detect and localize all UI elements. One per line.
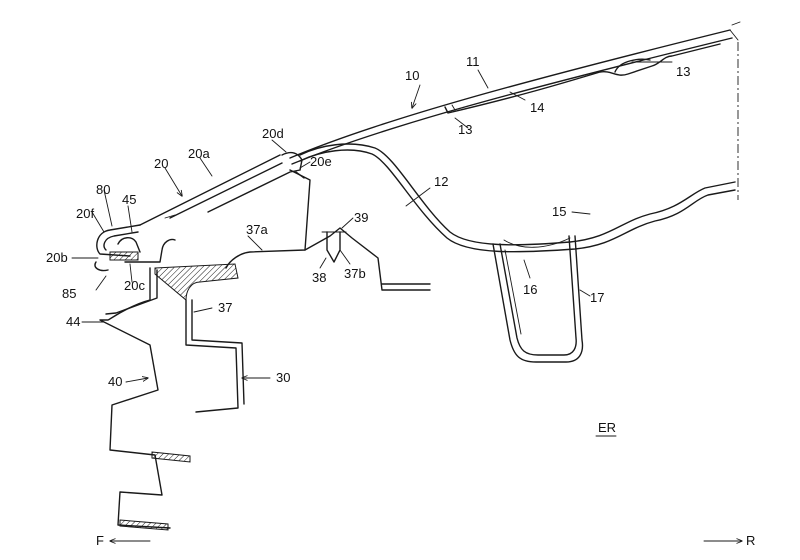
label-11: 11 (466, 54, 480, 69)
leader-lines (71, 61, 673, 383)
label-17: 17 (590, 290, 604, 305)
label-38: 38 (312, 270, 326, 285)
label-37: 37 (218, 300, 232, 315)
label-39: 39 (354, 210, 368, 225)
hood-inner-panel (299, 143, 736, 253)
label-13-top: 13 (676, 64, 690, 79)
label-37b: 37b (344, 266, 366, 281)
label-20d: 20d (262, 126, 284, 141)
label-85: 85 (62, 286, 76, 301)
hood-front-end (139, 151, 303, 226)
label-80: 80 (96, 182, 110, 197)
hinge-bracket (492, 235, 584, 363)
label-13-bottom: 13 (458, 122, 472, 137)
rear-direction-label: R (746, 533, 755, 548)
reference-labels: 10 11 13 14 13 12 15 16 17 20d 20e 20a 2… (46, 54, 690, 389)
member-30 (185, 299, 245, 413)
label-45: 45 (122, 192, 136, 207)
label-15: 15 (552, 204, 566, 219)
label-44: 44 (66, 314, 80, 329)
label-37a: 37a (246, 222, 268, 237)
label-16: 16 (523, 282, 537, 297)
label-20a: 20a (188, 146, 210, 161)
label-12: 12 (434, 174, 448, 189)
direction-indicators: ER F R (96, 420, 755, 548)
label-10: 10 (405, 68, 419, 83)
member-40 (99, 267, 191, 531)
hood-reinforcement (444, 43, 721, 114)
label-20e: 20e (310, 154, 332, 169)
front-direction-label: F (96, 533, 104, 548)
hood-latch-assembly (94, 224, 176, 272)
hood-outer-panel (289, 21, 741, 200)
label-20c: 20c (124, 278, 145, 293)
label-30: 30 (276, 370, 290, 385)
label-20: 20 (154, 156, 168, 171)
label-20b: 20b (46, 250, 68, 265)
label-20f: 20f (76, 206, 94, 221)
label-40: 40 (108, 374, 122, 389)
label-14: 14 (530, 100, 544, 115)
section-mark-er: ER (598, 420, 616, 435)
cowl-hatched-member (154, 263, 239, 302)
